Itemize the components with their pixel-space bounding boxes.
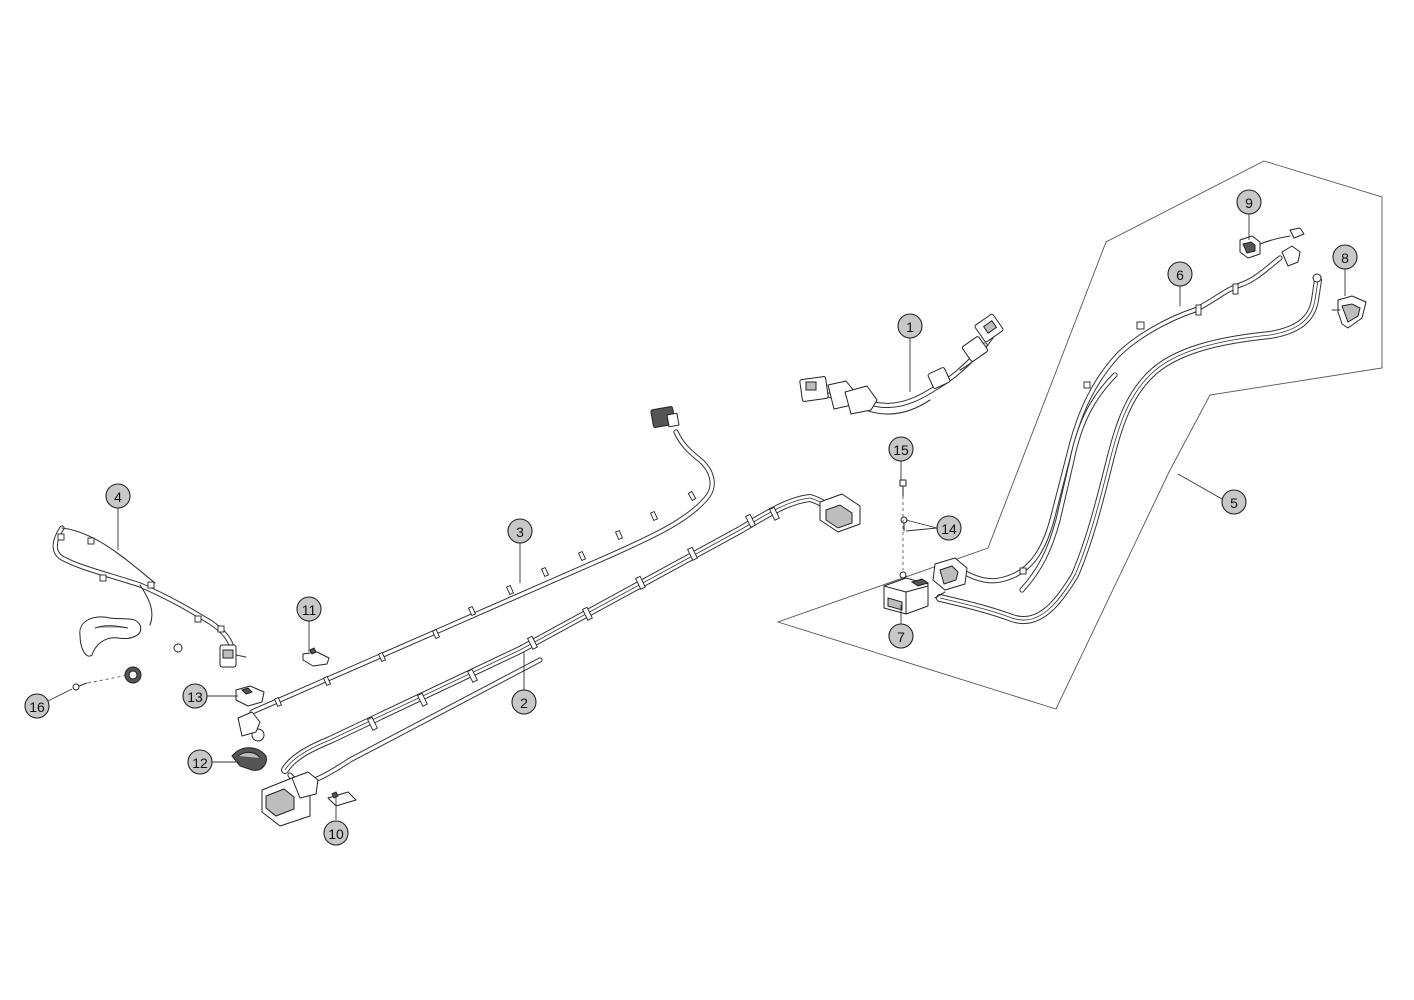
part-12-cover [231,747,267,771]
callout-circle [296,596,322,622]
callout-circle [511,689,537,715]
callout-14: 14 [936,515,962,541]
callout-circle [507,518,533,544]
callout-circle [888,623,914,649]
callout-label: 15 [893,442,909,458]
callout-circle [936,515,962,541]
callout-2: 2 [511,689,537,715]
callout-circle [182,683,208,709]
callout-label: 14 [941,521,957,537]
callout-10: 10 [323,820,349,846]
callout-16: 16 [24,693,50,719]
part-8-bracket [1331,295,1367,329]
callout-9: 9 [1236,189,1262,215]
leader-lines [47,214,1346,820]
callout-circle [1167,261,1193,287]
part-9-connector [1239,227,1305,259]
callout-label: 16 [29,699,45,715]
callout-label: 3 [516,524,524,540]
callout-13: 13 [182,683,208,709]
callout-label: 12 [192,755,208,771]
callout-label: 10 [328,826,344,842]
part-1-harness [799,313,1004,415]
callout-circle [897,313,923,339]
part-3-harness [237,406,715,742]
callout-circle [888,436,914,462]
callout-label: 5 [1230,495,1238,511]
part-6-harness [932,245,1301,591]
fastener-16-axis [87,674,129,684]
assembly-5-outline [776,160,1383,710]
callout-11: 11 [296,596,322,622]
callout-label: 9 [1245,195,1253,211]
callout-label: 4 [114,489,122,505]
part-11-clip [302,647,330,667]
callout-circle [24,693,50,719]
callout-6: 6 [1167,261,1193,287]
callout-5: 5 [1221,489,1247,515]
callout-label: 13 [187,689,203,705]
callout-circle [105,483,131,509]
callout-circle [1332,244,1358,270]
part-4-harness [52,525,247,684]
callout-7: 7 [888,623,914,649]
callout-4: 4 [105,483,131,509]
callout-label: 7 [897,629,905,645]
callout-15: 15 [888,436,914,462]
part-16-screw [72,682,88,691]
part-13-bracket [235,685,265,707]
callout-label: 6 [1176,267,1184,283]
callout-circle [1236,189,1262,215]
callout-circle [323,820,349,846]
callout-circle [187,749,213,775]
callout-label: 1 [906,319,914,335]
part-7-box [883,571,930,615]
part-5-harness [934,273,1322,624]
callout-label: 2 [520,695,528,711]
part-10-clip [327,791,357,807]
callout-label: 11 [302,602,317,618]
part-14-screw [900,516,908,532]
callout-label: 8 [1341,250,1349,266]
callout-12: 12 [187,749,213,775]
callout-8: 8 [1332,244,1358,270]
part-15-bolt [899,479,907,497]
callout-1: 1 [897,313,923,339]
part-2-harness [261,493,861,827]
callout-3: 3 [507,518,533,544]
callout-circle [1221,489,1247,515]
